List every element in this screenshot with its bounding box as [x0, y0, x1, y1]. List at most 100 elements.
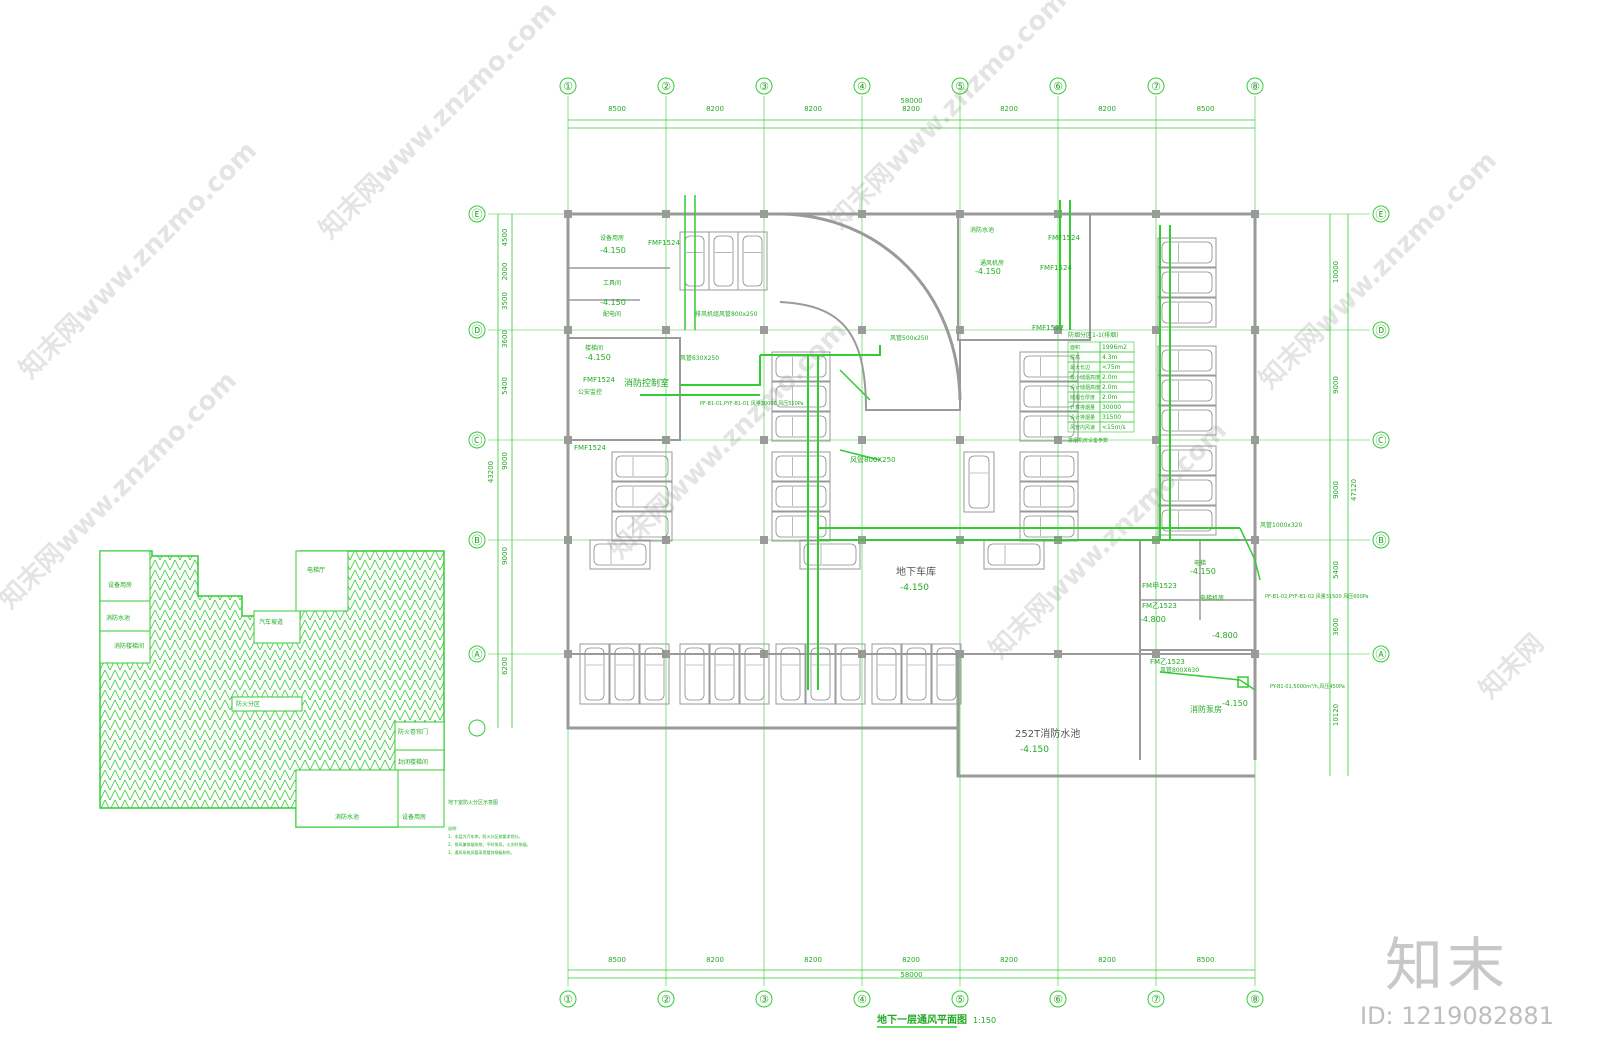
stall-outline	[771, 511, 831, 542]
parking-stall	[1019, 381, 1079, 412]
room-level-2: -4.150	[600, 298, 626, 307]
pump-label: 消防泵房	[1190, 704, 1222, 714]
stall-outline	[1019, 411, 1079, 442]
room-level-3: -4.150	[585, 353, 611, 362]
car-icon	[1161, 271, 1213, 294]
dimension-value: 8500	[1197, 956, 1215, 964]
parking-stall	[1157, 237, 1217, 268]
car-icon	[1161, 349, 1213, 372]
stall-outline	[1157, 345, 1217, 376]
parking-stall	[1157, 297, 1217, 328]
axis-bubble	[755, 990, 773, 1008]
damper-5: FMF1522	[1032, 324, 1064, 332]
equipment-note-2: PF-B1-02,PYF-B1-02 风量31500 风压600Pa	[1265, 593, 1369, 600]
car-icon	[775, 385, 827, 408]
key-label-4: 汽车坡道	[259, 618, 283, 626]
table-value: 2.0m	[1102, 374, 1118, 381]
axis-label: Ⓔ	[1376, 208, 1387, 221]
garage-label: 地下车库	[896, 565, 936, 578]
room-name-2: 配电间	[603, 310, 621, 318]
stall-outline	[1019, 381, 1079, 412]
dimension-value: 10120	[1332, 704, 1340, 726]
dimension-value: 9000	[1332, 481, 1340, 499]
table-title: 防烟分区1-1(排烟)	[1068, 331, 1118, 339]
parking-stall	[1157, 345, 1217, 376]
room-level-7: -4.150	[1190, 567, 1216, 576]
axis-bubble	[951, 990, 969, 1008]
structural-column	[662, 326, 670, 334]
car-icon	[1161, 449, 1213, 472]
car-icon	[775, 485, 827, 508]
car-icon	[775, 515, 827, 538]
axis-label: ①	[563, 80, 573, 93]
dimension-value: 3600	[501, 330, 509, 348]
parking-stall	[611, 451, 673, 482]
parking-stall	[931, 643, 962, 705]
room-name-6: 电梯机房	[1200, 594, 1224, 602]
table-value: <15m/s	[1102, 424, 1126, 431]
table-value: <75m	[1102, 364, 1121, 371]
parking-stall	[611, 481, 673, 512]
axis-bubble	[1372, 205, 1390, 223]
stall-outline	[1157, 475, 1217, 506]
table-key: 层高	[1070, 354, 1080, 361]
parking-stall	[579, 643, 610, 705]
key-note-2: 2、排风兼排烟系统，平时排风，火灾时排烟。	[448, 841, 531, 847]
brand-watermark: 知末	[1385, 931, 1510, 999]
table-value: 30000	[1102, 404, 1121, 411]
dimension-value: 8500	[608, 105, 626, 113]
dimension-value: 3600	[1332, 618, 1340, 636]
dimension-value: 5400	[1332, 561, 1340, 579]
axis-bubble	[1372, 645, 1390, 663]
table-cell	[1099, 421, 1135, 433]
duct-note-5: 风管1000x320	[1260, 521, 1302, 529]
axis-label: Ⓐ	[1376, 648, 1387, 661]
axis-label: ⑥	[1053, 80, 1063, 93]
parking-stall	[1019, 351, 1079, 382]
key-note-3: 3、通风系统风管采用镀锌钢板制作。	[448, 849, 515, 855]
structural-column	[760, 326, 768, 334]
car-icon	[1023, 455, 1075, 478]
table-value: 2.0m	[1102, 384, 1118, 391]
stall-outline	[771, 411, 831, 442]
room-level-6: -4.800	[1212, 631, 1238, 640]
pool-label: 252T消防水池	[1015, 727, 1080, 740]
key-note-0: 说明：	[448, 825, 460, 831]
dimension-value: 8200	[902, 956, 920, 964]
stall-outline	[1157, 505, 1217, 536]
car-icon	[775, 415, 827, 438]
plan-scale: 1:150	[973, 1016, 996, 1025]
table-key: 风管内风速	[1070, 424, 1095, 431]
parking-stall	[639, 643, 670, 705]
axis-bubble	[657, 77, 675, 95]
duct-note-2: 风管800X250	[850, 455, 896, 464]
dimension-value: 9000	[1332, 376, 1340, 394]
parking-stalls	[579, 231, 1217, 705]
parking-stall	[609, 643, 640, 705]
key-plan-title: 地下室防火分区示意图	[448, 799, 498, 806]
structural-column	[1054, 326, 1062, 334]
dimension-value: 6200	[501, 657, 509, 675]
damper-6: FMF1524	[1040, 264, 1072, 272]
parking-stall	[771, 411, 831, 442]
damper-8: FM乙1523	[1150, 658, 1185, 666]
axis-bubble	[1246, 77, 1264, 95]
stall-outline	[639, 643, 670, 705]
structural-column	[858, 326, 866, 334]
parking-stall	[1157, 375, 1217, 406]
parking-stall	[737, 231, 768, 291]
table-key: 储烟仓厚度	[1070, 394, 1095, 401]
damper-1: FMF1524	[648, 239, 680, 247]
structural-column	[956, 326, 964, 334]
car-icon	[744, 647, 765, 701]
structural-column	[760, 536, 768, 544]
damper-2: FMF1524	[583, 376, 615, 384]
axis-bubble	[853, 77, 871, 95]
axis-label: ③	[759, 993, 769, 1006]
car-icon	[742, 235, 763, 287]
parking-stall	[771, 381, 831, 412]
stall-outline	[1157, 405, 1217, 436]
table-key: 最大长边	[1070, 364, 1090, 371]
stall-outline	[871, 643, 902, 705]
key-label-7: 防火卷帘门	[398, 728, 428, 736]
